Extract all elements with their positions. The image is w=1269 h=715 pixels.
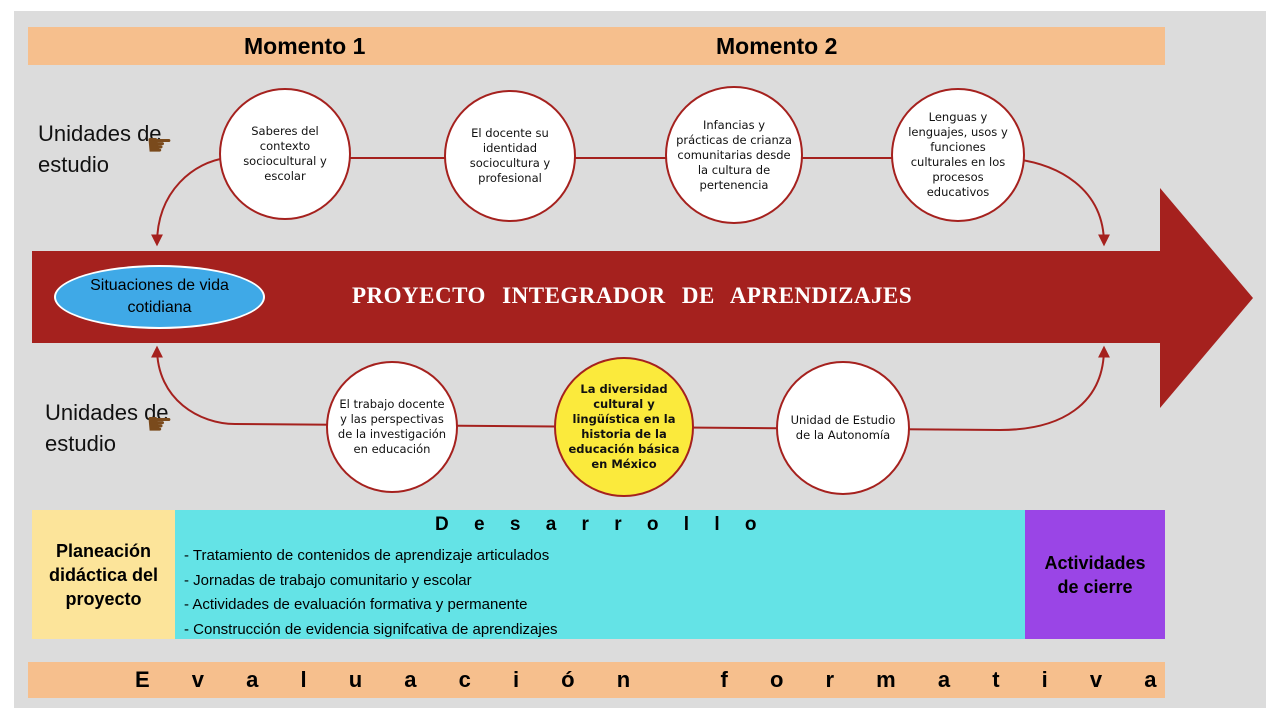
moment-1-label: Momento 1 (244, 33, 366, 59)
arrow-title: PROYECTO INTEGRADOR DE APRENDIZAJES (352, 283, 913, 308)
bottom-units-label: Unidades de estudio (45, 400, 169, 456)
evaluation-band (28, 662, 1165, 698)
unit-circle: Infancias y prácticas de crianza comunit… (665, 86, 803, 224)
unit-circle: El docente su identidad sociocultura y p… (444, 90, 576, 222)
highlighted-unit-circle: La diversidad cultural y lingüística en … (554, 357, 694, 497)
moments-band (28, 27, 1165, 65)
planning-box: Planeación didáctica del proyecto (32, 510, 175, 639)
main-arrow (32, 188, 1253, 408)
daily-life-ellipse: Situaciones de vida cotidiana (54, 265, 265, 329)
pointing-hand-icon: ☛ (146, 129, 173, 162)
closing-box: Actividades de cierre (1025, 510, 1165, 639)
unit-circle: Saberes del contexto sociocultural y esc… (219, 88, 351, 220)
list-item: - Jornadas de trabajo comunitario y esco… (184, 571, 472, 589)
development-box (175, 510, 1025, 639)
top-units-label: Unidades de estudio (38, 121, 162, 177)
development-list: - Tratamiento de contenidos de aprendiza… (184, 544, 558, 642)
list-item: - Tratamiento de contenidos de aprendiza… (184, 547, 550, 564)
development-title: D e s a r r o l l o (435, 514, 767, 535)
closing-label: Actividades de cierre (1044, 552, 1146, 597)
unit-circle: Lenguas y lenguajes, usos y funciones cu… (891, 88, 1025, 222)
planning-label: Planeación didáctica del proyecto (48, 540, 159, 609)
moment-2-label: Momento 2 (716, 33, 838, 59)
list-item: - Actividades de evaluación formativa y … (184, 596, 528, 613)
pointing-hand-icon: ☛ (146, 408, 173, 441)
evaluation-label: E v a l u a c i ó n f o r m a t i v a (135, 667, 1175, 692)
unit-circle: Unidad de Estudio de la Autonomía (776, 361, 910, 495)
bottom-connector (151, 345, 1110, 432)
unit-circle: El trabajo docente y las perspectivas de… (326, 361, 458, 493)
list-item: - Construcción de evidencia signifcativa… (184, 620, 558, 638)
